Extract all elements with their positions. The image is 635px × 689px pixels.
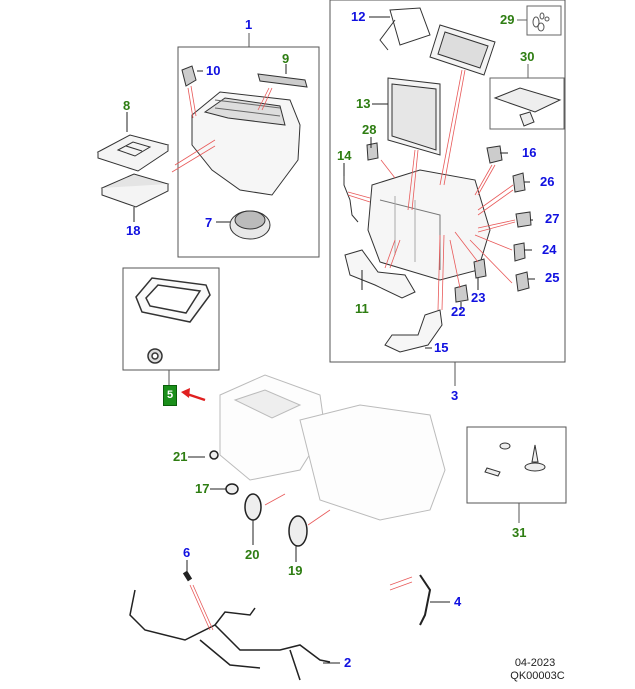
leader-lines <box>171 69 516 631</box>
seal-kit-30-illustration <box>493 87 562 127</box>
pointer-arrow <box>181 388 206 402</box>
callout-2[interactable]: 2 <box>344 655 352 670</box>
callout-13[interactable]: 13 <box>356 96 371 111</box>
rear-duct-illustration <box>384 309 443 353</box>
callout-16[interactable]: 16 <box>522 145 537 160</box>
group-box-29 <box>517 5 562 36</box>
callout-20[interactable]: 20 <box>245 547 260 562</box>
callout-leaders <box>126 16 535 664</box>
blower-housing-illustration <box>191 91 301 196</box>
callout-10[interactable]: 10 <box>206 63 221 78</box>
filter-housing-illustration <box>96 134 170 172</box>
callout-7[interactable]: 7 <box>205 215 213 230</box>
actuators-right-illustration <box>366 142 532 303</box>
callout-30[interactable]: 30 <box>520 49 535 64</box>
callout-17[interactable]: 17 <box>195 481 210 496</box>
callout-21[interactable]: 21 <box>173 449 188 464</box>
evaporator-illustration <box>387 77 441 156</box>
callout-12[interactable]: 12 <box>351 9 366 24</box>
callout-14[interactable]: 14 <box>337 148 352 163</box>
main-assembly-illustration <box>219 374 446 521</box>
callout-24[interactable]: 24 <box>542 242 557 257</box>
callout-6[interactable]: 6 <box>183 545 191 560</box>
callout-29[interactable]: 29 <box>500 12 515 27</box>
grommets-illustration <box>209 450 308 547</box>
callout-27[interactable]: 27 <box>545 211 560 226</box>
actuator-10-illustration <box>181 65 197 87</box>
group-box-1 <box>177 33 320 258</box>
group-box-5 <box>122 267 220 385</box>
callout-15[interactable]: 15 <box>434 340 449 355</box>
group-box-30 <box>489 64 565 130</box>
callout-26[interactable]: 26 <box>540 174 555 189</box>
callout-4[interactable]: 4 <box>454 594 462 609</box>
callout-22[interactable]: 22 <box>451 304 466 319</box>
group-box-31 <box>466 426 567 523</box>
callout-9[interactable]: 9 <box>282 51 290 66</box>
resistor-illustration <box>257 73 308 88</box>
wiring-harness-illustration <box>129 570 432 681</box>
seal-5-illustration <box>135 277 211 364</box>
diagram-date: 04-2023 <box>514 657 556 669</box>
callout-18[interactable]: 18 <box>126 223 141 238</box>
blower-motor-illustration <box>229 210 271 240</box>
o-ring-kit-illustration <box>532 12 550 32</box>
heater-core-illustration <box>379 7 496 76</box>
callout-19[interactable]: 19 <box>288 563 303 578</box>
callout-23[interactable]: 23 <box>471 290 486 305</box>
callout-8[interactable]: 8 <box>123 98 131 113</box>
pollen-filter-illustration <box>100 173 170 208</box>
callout-31[interactable]: 31 <box>512 525 527 540</box>
diagram-code: QK00003C <box>510 670 565 682</box>
callout-28[interactable]: 28 <box>362 122 377 137</box>
callout-11[interactable]: 11 <box>355 301 369 316</box>
callout-25[interactable]: 25 <box>545 270 560 285</box>
fixings-31-illustration <box>484 442 546 477</box>
callout-5-highlighted[interactable]: 5 <box>163 385 177 406</box>
callout-1[interactable]: 1 <box>245 17 253 32</box>
group-box-3 <box>329 0 566 386</box>
air-duct-illustration <box>344 249 416 299</box>
temperature-sensor-illustration <box>343 165 359 223</box>
callout-3[interactable]: 3 <box>451 388 459 403</box>
